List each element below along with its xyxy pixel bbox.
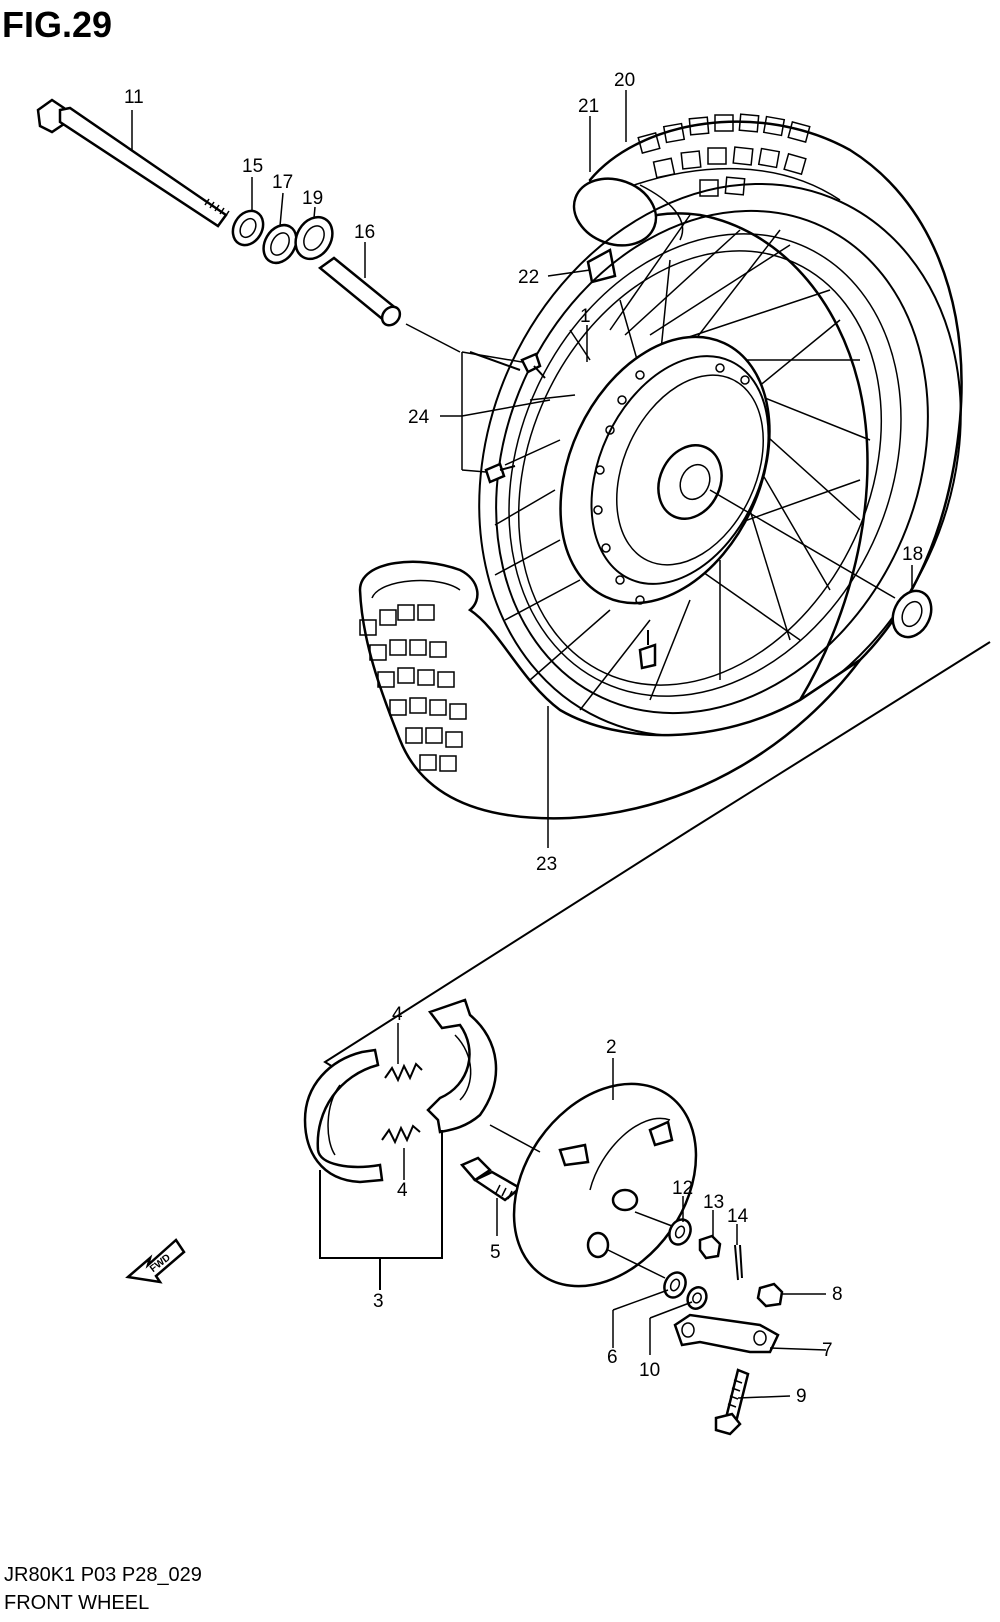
bolt-9	[714, 1368, 750, 1436]
axle-center-line-2	[709, 489, 896, 599]
washer-10	[686, 1286, 708, 1310]
callout-19: 19	[302, 188, 323, 209]
callout-10: 10	[639, 1360, 660, 1381]
callout-11: 11	[124, 87, 144, 108]
callout-2: 2	[606, 1037, 617, 1058]
brake-spring-upper-4	[384, 1062, 423, 1083]
cotter-pin-14	[734, 1244, 743, 1281]
callout-15: 15	[242, 156, 263, 177]
callout-24: 24	[408, 407, 430, 428]
tire-lower-23	[358, 560, 861, 820]
callout-3: 3	[373, 1291, 384, 1312]
axle-bolt	[36, 98, 230, 228]
callout-bracket-3	[319, 1130, 443, 1259]
callout-21: 21	[578, 96, 599, 117]
spoke-nipple-bolts-24	[484, 352, 657, 670]
diagram-code: JR80K1 P03 P28_029	[4, 1564, 202, 1586]
brake-cam-lever-7	[673, 1313, 780, 1354]
brake-spring-lower-4	[381, 1124, 421, 1145]
axle-center-line	[405, 323, 461, 353]
assembly-boundary-diagonal	[323, 829, 691, 1076]
wheel-hub-1	[559, 335, 771, 605]
figure-title: FIG.29	[2, 4, 113, 45]
panel-center-line	[489, 1124, 541, 1153]
oil-seal-17	[262, 223, 298, 265]
washer-6	[663, 1271, 687, 1299]
nut-8	[756, 1282, 784, 1308]
callout-12: 12	[672, 1178, 693, 1199]
callout-1: 1	[580, 306, 591, 327]
assembly-boundary-lower	[689, 641, 991, 831]
leader-lines	[131, 90, 913, 1399]
brake-panel-2	[512, 1082, 698, 1288]
rim-band-22	[586, 248, 617, 284]
bearing-18	[891, 589, 933, 639]
callout-6: 6	[607, 1347, 618, 1368]
callout-20: 20	[614, 70, 635, 91]
wheel-rim	[478, 183, 962, 737]
callout-22: 22	[518, 267, 539, 288]
callout-4-upper: 4	[392, 1004, 403, 1025]
forward-arrow-icon	[125, 1238, 186, 1284]
nut-13	[698, 1234, 722, 1260]
callout-9: 9	[796, 1386, 807, 1407]
callout-23: 23	[536, 854, 557, 875]
callout-5: 5	[490, 1242, 501, 1263]
spacer-15	[231, 209, 265, 247]
spacer-tube-16	[317, 256, 402, 327]
brake-camshaft-5	[459, 1156, 523, 1202]
callout-13: 13	[703, 1192, 724, 1213]
callout-17: 17	[272, 172, 293, 193]
washer-12	[668, 1218, 692, 1246]
diagram-name: FRONT WHEEL	[4, 1592, 150, 1614]
callout-labels: 11 15 17 19 16 20 21 22 1 24 18 23 4 4 3…	[124, 70, 923, 1407]
bearing-19	[294, 215, 334, 261]
callout-16: 16	[354, 222, 375, 243]
callout-14: 14	[727, 1206, 749, 1227]
brake-shoes-3	[303, 998, 498, 1184]
callout-4-lower: 4	[397, 1180, 408, 1201]
callout-7: 7	[822, 1340, 833, 1361]
callout-8: 8	[832, 1284, 843, 1305]
callout-18: 18	[902, 544, 923, 565]
